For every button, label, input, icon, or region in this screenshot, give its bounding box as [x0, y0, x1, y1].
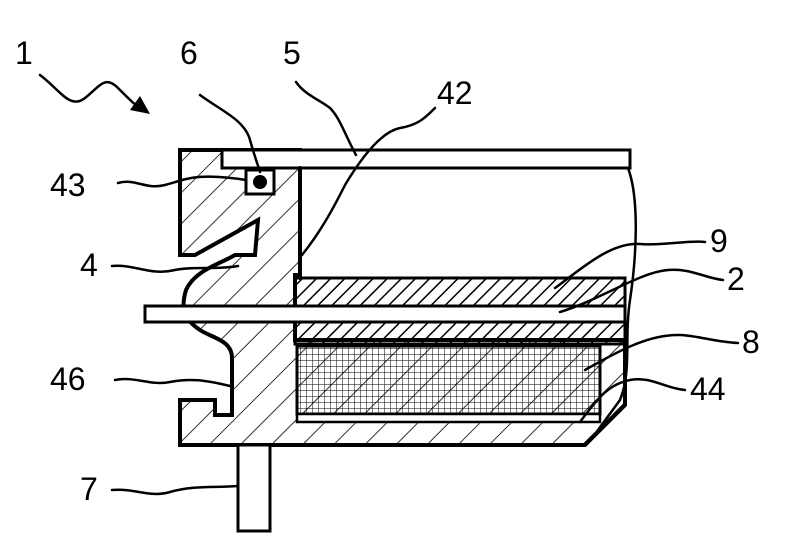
connector-pin [236, 443, 272, 533]
cut-line [596, 166, 637, 432]
cover-plate [220, 148, 632, 170]
label-4: 4 [80, 247, 98, 283]
bottom-strip [295, 412, 602, 424]
leader-44 [578, 377, 687, 424]
label-9: 9 [710, 223, 728, 259]
seal-groove [244, 168, 276, 196]
label-6: 6 [180, 35, 198, 71]
leader-46 [113, 377, 232, 388]
label-2: 2 [727, 261, 745, 297]
leader-42 [300, 106, 437, 257]
leader-43 [116, 175, 248, 188]
leader-5 [294, 80, 358, 157]
seal-ring [253, 175, 267, 189]
label-1: 1 [15, 35, 33, 71]
label-8: 8 [742, 324, 760, 360]
leader-2 [558, 268, 725, 314]
label-44: 44 [690, 371, 726, 407]
leader-9 [553, 240, 707, 290]
label-7: 7 [80, 471, 98, 507]
label-43: 43 [50, 167, 86, 203]
leader-8 [583, 333, 740, 372]
label-5: 5 [283, 35, 301, 71]
label-46: 46 [50, 361, 86, 397]
shaft [143, 304, 627, 324]
lower-layer [293, 320, 627, 346]
leader-7 [110, 484, 240, 496]
leader-6 [198, 93, 262, 174]
coil-winding [295, 344, 602, 416]
label-42: 42 [437, 75, 473, 111]
arrow-head [130, 96, 150, 114]
upper-layer [293, 276, 627, 308]
leader-4 [110, 264, 240, 273]
arrow-line [38, 73, 144, 112]
